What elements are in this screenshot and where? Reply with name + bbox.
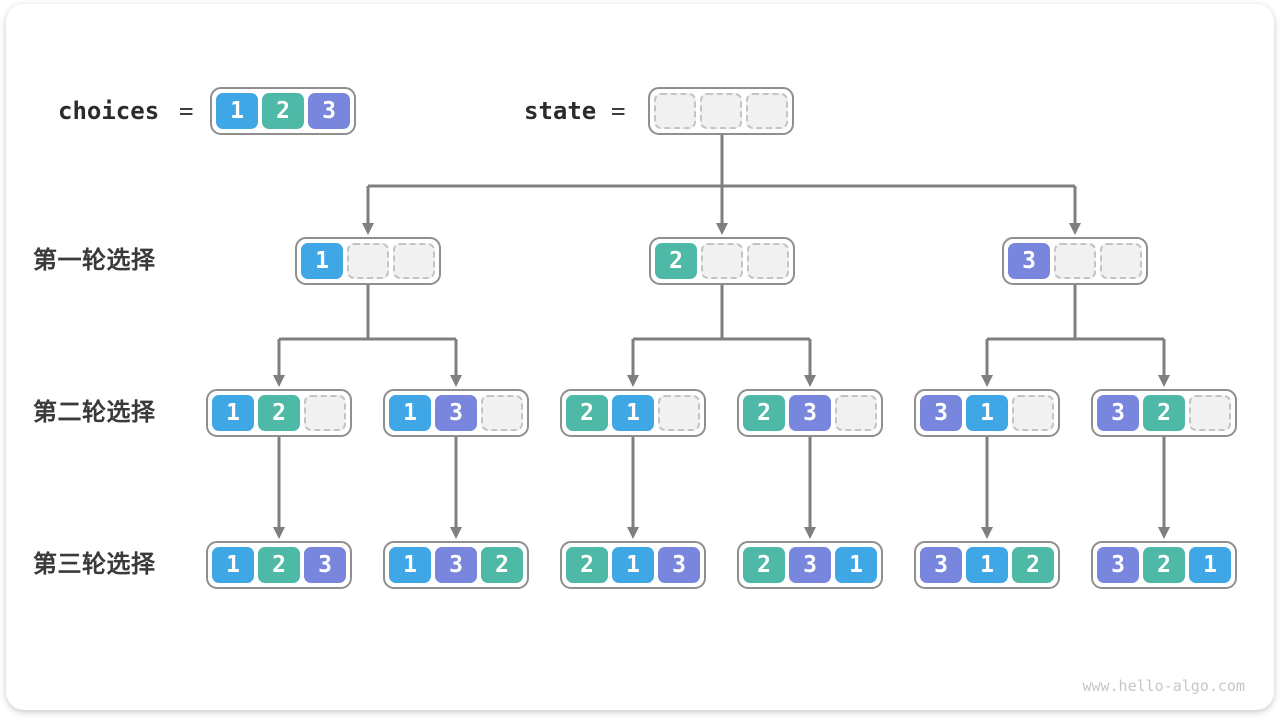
- arrowhead: [362, 223, 374, 235]
- arrowhead: [981, 527, 993, 539]
- value-cell-3: 3: [304, 547, 346, 583]
- value-cell-3: 3: [789, 395, 831, 431]
- empty-cell: [1012, 395, 1054, 431]
- row-label-3: 第三轮选择: [33, 551, 156, 578]
- empty-cell: [1189, 395, 1231, 431]
- value-cell-3: 3: [435, 547, 477, 583]
- value-cell-1: 1: [835, 547, 877, 583]
- value-cell-2: 2: [743, 395, 785, 431]
- state-array-box: [648, 87, 794, 135]
- value-cell-3: 3: [435, 395, 477, 431]
- row-label-1: 第一轮选择: [33, 247, 156, 274]
- choices-equals-sign: =: [179, 97, 194, 125]
- arrowhead: [716, 223, 728, 235]
- arrowhead: [804, 375, 816, 387]
- value-cell-3: 3: [658, 547, 700, 583]
- connector-lines: [277, 135, 1166, 529]
- empty-cell: [1054, 243, 1096, 279]
- state-node: 2: [649, 237, 795, 285]
- value-cell-3: 3: [1097, 547, 1139, 583]
- value-cell-3: 3: [1008, 243, 1050, 279]
- value-cell-2: 2: [262, 93, 304, 129]
- value-cell-2: 2: [655, 243, 697, 279]
- value-cell-1: 1: [612, 547, 654, 583]
- value-cell-1: 1: [612, 395, 654, 431]
- arrowhead: [627, 527, 639, 539]
- arrowhead: [273, 375, 285, 387]
- value-cell-3: 3: [1097, 395, 1139, 431]
- value-cell-3: 3: [920, 547, 962, 583]
- value-cell-2: 2: [566, 547, 608, 583]
- empty-cell: [481, 395, 523, 431]
- value-cell-1: 1: [1189, 547, 1231, 583]
- row-label-2: 第二轮选择: [33, 399, 156, 426]
- arrowhead: [981, 375, 993, 387]
- arrowhead: [1069, 223, 1081, 235]
- arrowhead: [627, 375, 639, 387]
- arrowhead: [450, 527, 462, 539]
- arrowhead: [1158, 527, 1170, 539]
- value-cell-1: 1: [389, 547, 431, 583]
- empty-cell: [700, 93, 742, 129]
- empty-cell: [393, 243, 435, 279]
- value-cell-3: 3: [920, 395, 962, 431]
- value-cell-1: 1: [966, 395, 1008, 431]
- arrowhead: [450, 375, 462, 387]
- empty-cell: [304, 395, 346, 431]
- value-cell-2: 2: [481, 547, 523, 583]
- state-node: 3: [1002, 237, 1148, 285]
- state-label: state: [524, 97, 597, 125]
- value-cell-3: 3: [789, 547, 831, 583]
- empty-cell: [347, 243, 389, 279]
- value-cell-1: 1: [389, 395, 431, 431]
- empty-cell: [658, 395, 700, 431]
- state-equals-sign: =: [611, 97, 626, 125]
- value-cell-2: 2: [1143, 395, 1185, 431]
- empty-cell: [701, 243, 743, 279]
- empty-cell: [1100, 243, 1142, 279]
- value-cell-2: 2: [258, 547, 300, 583]
- value-cell-2: 2: [258, 395, 300, 431]
- value-cell-3: 3: [308, 93, 350, 129]
- arrowhead: [804, 527, 816, 539]
- value-cell-2: 2: [1143, 547, 1185, 583]
- state-node: 1: [295, 237, 441, 285]
- watermark: www.hello-algo.com: [1082, 677, 1245, 695]
- empty-cell: [746, 93, 788, 129]
- empty-cell: [747, 243, 789, 279]
- value-cell-1: 1: [212, 395, 254, 431]
- value-cell-1: 1: [216, 93, 258, 129]
- value-cell-2: 2: [743, 547, 785, 583]
- value-cell-1: 1: [212, 547, 254, 583]
- value-cell-1: 1: [966, 547, 1008, 583]
- choices-label: choices: [58, 97, 160, 125]
- empty-cell: [835, 395, 877, 431]
- value-cell-2: 2: [1012, 547, 1054, 583]
- value-cell-1: 1: [301, 243, 343, 279]
- arrowhead: [1158, 375, 1170, 387]
- value-cell-2: 2: [566, 395, 608, 431]
- arrowhead: [273, 527, 285, 539]
- empty-cell: [654, 93, 696, 129]
